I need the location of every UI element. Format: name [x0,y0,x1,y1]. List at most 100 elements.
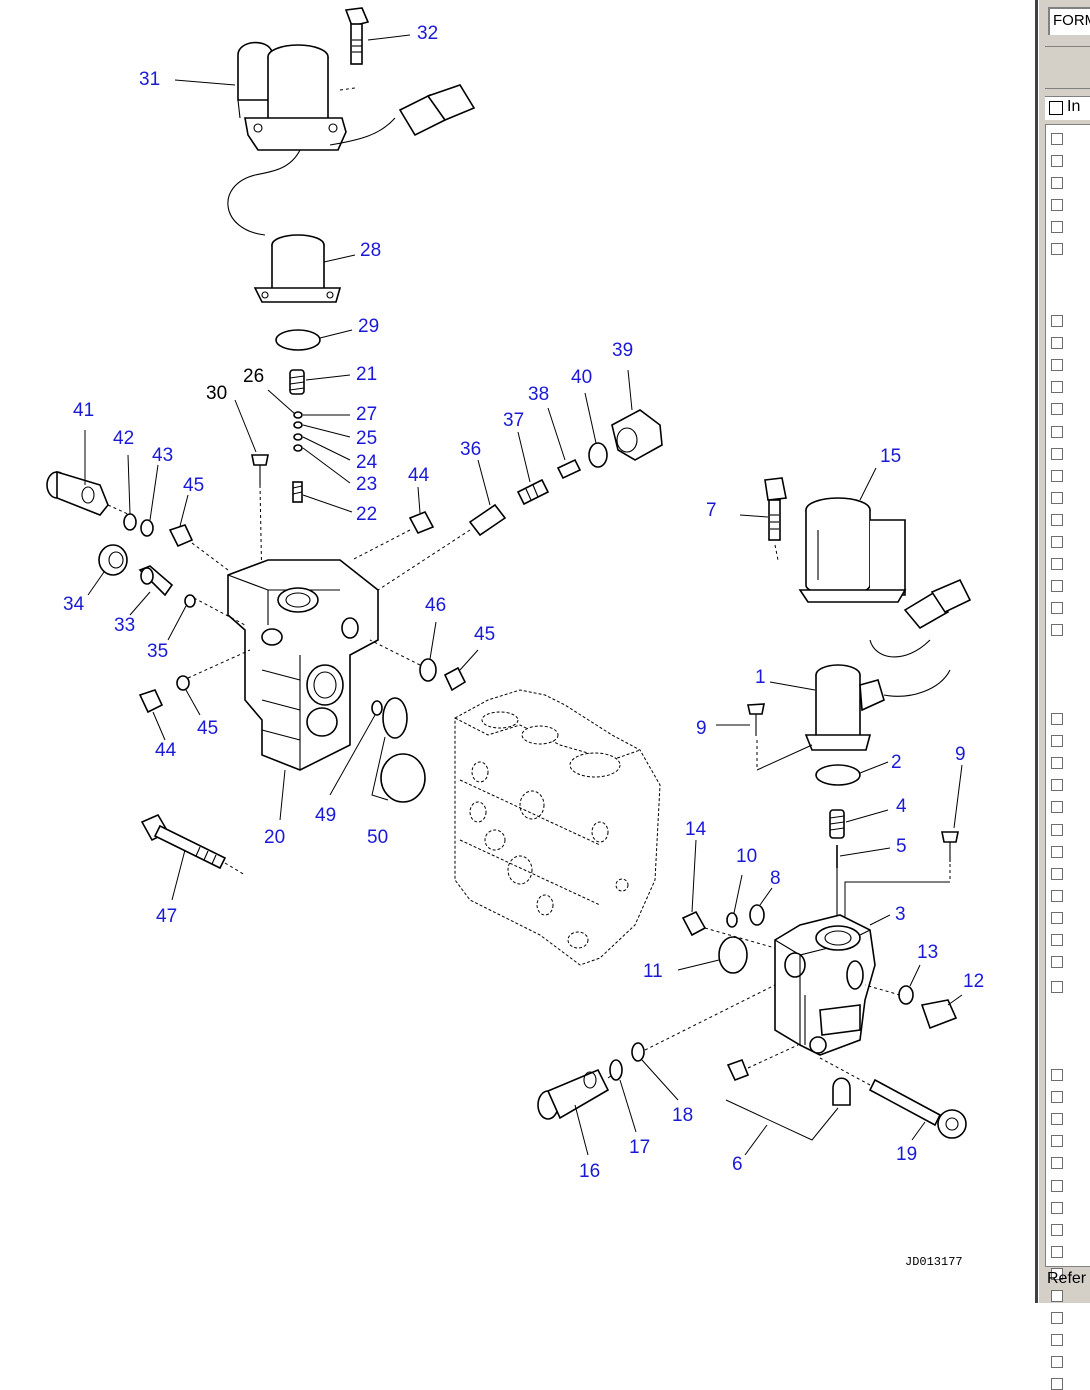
callout-12: 12 [963,971,984,992]
list-checkbox[interactable] [1051,823,1063,836]
list-checkbox[interactable] [1051,624,1063,637]
main-valve-block-outline [454,689,661,966]
list-checkbox[interactable] [1051,425,1063,438]
list-checkbox[interactable] [1051,1290,1063,1302]
list-checkbox[interactable] [1051,221,1063,233]
list-checkbox[interactable] [1051,513,1063,526]
list-checkbox[interactable] [1051,133,1063,145]
callout-24: 24 [356,452,378,473]
list-checkbox[interactable] [1051,177,1063,189]
list-checkbox[interactable] [1051,1069,1063,1081]
drawing-code: JD013177 [905,1255,963,1269]
list-checkbox[interactable] [1051,1267,1063,1280]
callout-29: 29 [358,316,379,337]
list-checkbox[interactable] [1051,447,1063,460]
list-checkbox[interactable] [1051,713,1063,725]
list-checkbox[interactable] [1051,757,1063,770]
part-50-orings [371,697,426,803]
callout-20: 20 [264,827,285,848]
list-checkbox[interactable] [1051,491,1063,504]
list-checkbox[interactable] [1051,1179,1063,1192]
part-8-oring [749,887,773,926]
list-checkbox[interactable] [1051,1334,1063,1347]
list-checkbox[interactable] [1051,1091,1063,1104]
list-checkbox[interactable] [1051,801,1063,814]
callout-18: 18 [672,1105,693,1126]
part-45-oring-left-lower [176,649,251,716]
list-checkbox[interactable] [1051,911,1063,924]
list-checkbox[interactable] [1051,1201,1063,1214]
callout-5: 5 [896,836,907,857]
part-46-oring [369,621,437,682]
list-checkbox[interactable] [1051,956,1063,969]
list-checkbox[interactable] [1051,337,1063,350]
callout-39: 39 [612,340,633,361]
list-checkbox[interactable] [1051,934,1063,946]
part-22-spring-small [292,481,353,513]
list-checkbox[interactable] [1051,403,1063,416]
callout-6: 6 [732,1154,743,1175]
list-checkbox[interactable] [1051,867,1063,880]
callout-47: 47 [156,906,177,927]
list-checkbox[interactable] [1051,469,1063,482]
list-checkbox[interactable] [1051,199,1063,211]
part-28-solenoid [253,234,356,303]
list-checkbox[interactable] [1051,315,1063,327]
list-checkbox[interactable] [1051,845,1063,858]
list-checkbox[interactable] [1051,1378,1063,1390]
list-checkbox[interactable] [1051,243,1063,255]
callout-41: 41 [73,400,94,421]
list-checkbox[interactable] [1051,981,1063,993]
part-41-plug [46,430,131,516]
part-27-25-24-23-small-rings [267,389,351,484]
list-checkbox[interactable] [1051,735,1063,748]
part-17-oring [609,1059,637,1133]
list-checkbox[interactable] [1051,1157,1063,1170]
footer-label: Refer [1047,1270,1087,1287]
callout-37: 37 [503,410,524,431]
callout-45-upper-left: 45 [183,475,204,496]
callout-4: 4 [896,796,907,817]
part-21-spring [289,369,351,395]
list-checkbox[interactable] [1051,1312,1063,1325]
callout-34: 34 [63,594,85,615]
list-header-label: In [1067,98,1081,115]
side-panel: FORM In Refer [1038,0,1090,1390]
part-40-oring [584,392,608,468]
list-checkbox[interactable] [1051,580,1063,593]
part-13-oring [864,964,921,1005]
part-34-nut [87,544,128,596]
callout-44-upper: 44 [408,465,430,486]
list-checkbox[interactable] [1051,381,1063,394]
callout-28: 28 [360,240,381,261]
list-checkbox[interactable] [1051,1135,1063,1148]
list-checkbox[interactable] [1051,889,1063,902]
list-checkbox[interactable] [1051,558,1063,571]
part-45-plug-right [443,649,479,692]
part-32-bolt [339,7,411,91]
part-4-spring [829,809,889,839]
part-35-oring [167,594,246,641]
callout-44-lower: 44 [155,740,177,761]
form-field[interactable]: FORM [1048,7,1090,35]
select-all-checkbox[interactable] [1049,101,1063,115]
separator [1045,88,1090,89]
list-checkbox[interactable] [1051,1245,1063,1258]
part-3-valve-body [774,914,891,1056]
list-checkbox[interactable] [1051,602,1063,615]
callout-43: 43 [152,445,173,466]
parts-diagram: 1 2 3 4 5 6 7 8 9 9 10 11 12 13 14 15 16… [46,7,985,1269]
list-checkbox[interactable] [1051,1223,1063,1236]
list-checkbox[interactable] [1051,779,1063,792]
list-checkbox[interactable] [1051,155,1063,167]
callout-19: 19 [896,1144,917,1165]
list-checkbox[interactable] [1051,359,1063,372]
callout-15: 15 [880,446,901,467]
callout-9b: 9 [955,744,966,765]
callout-38: 38 [528,384,549,405]
pane-divider[interactable] [1035,0,1038,1303]
list-checkbox[interactable] [1051,1113,1063,1126]
list-checkbox[interactable] [1051,1356,1063,1369]
checkbox-list[interactable] [1045,124,1090,1390]
list-checkbox[interactable] [1051,536,1063,548]
